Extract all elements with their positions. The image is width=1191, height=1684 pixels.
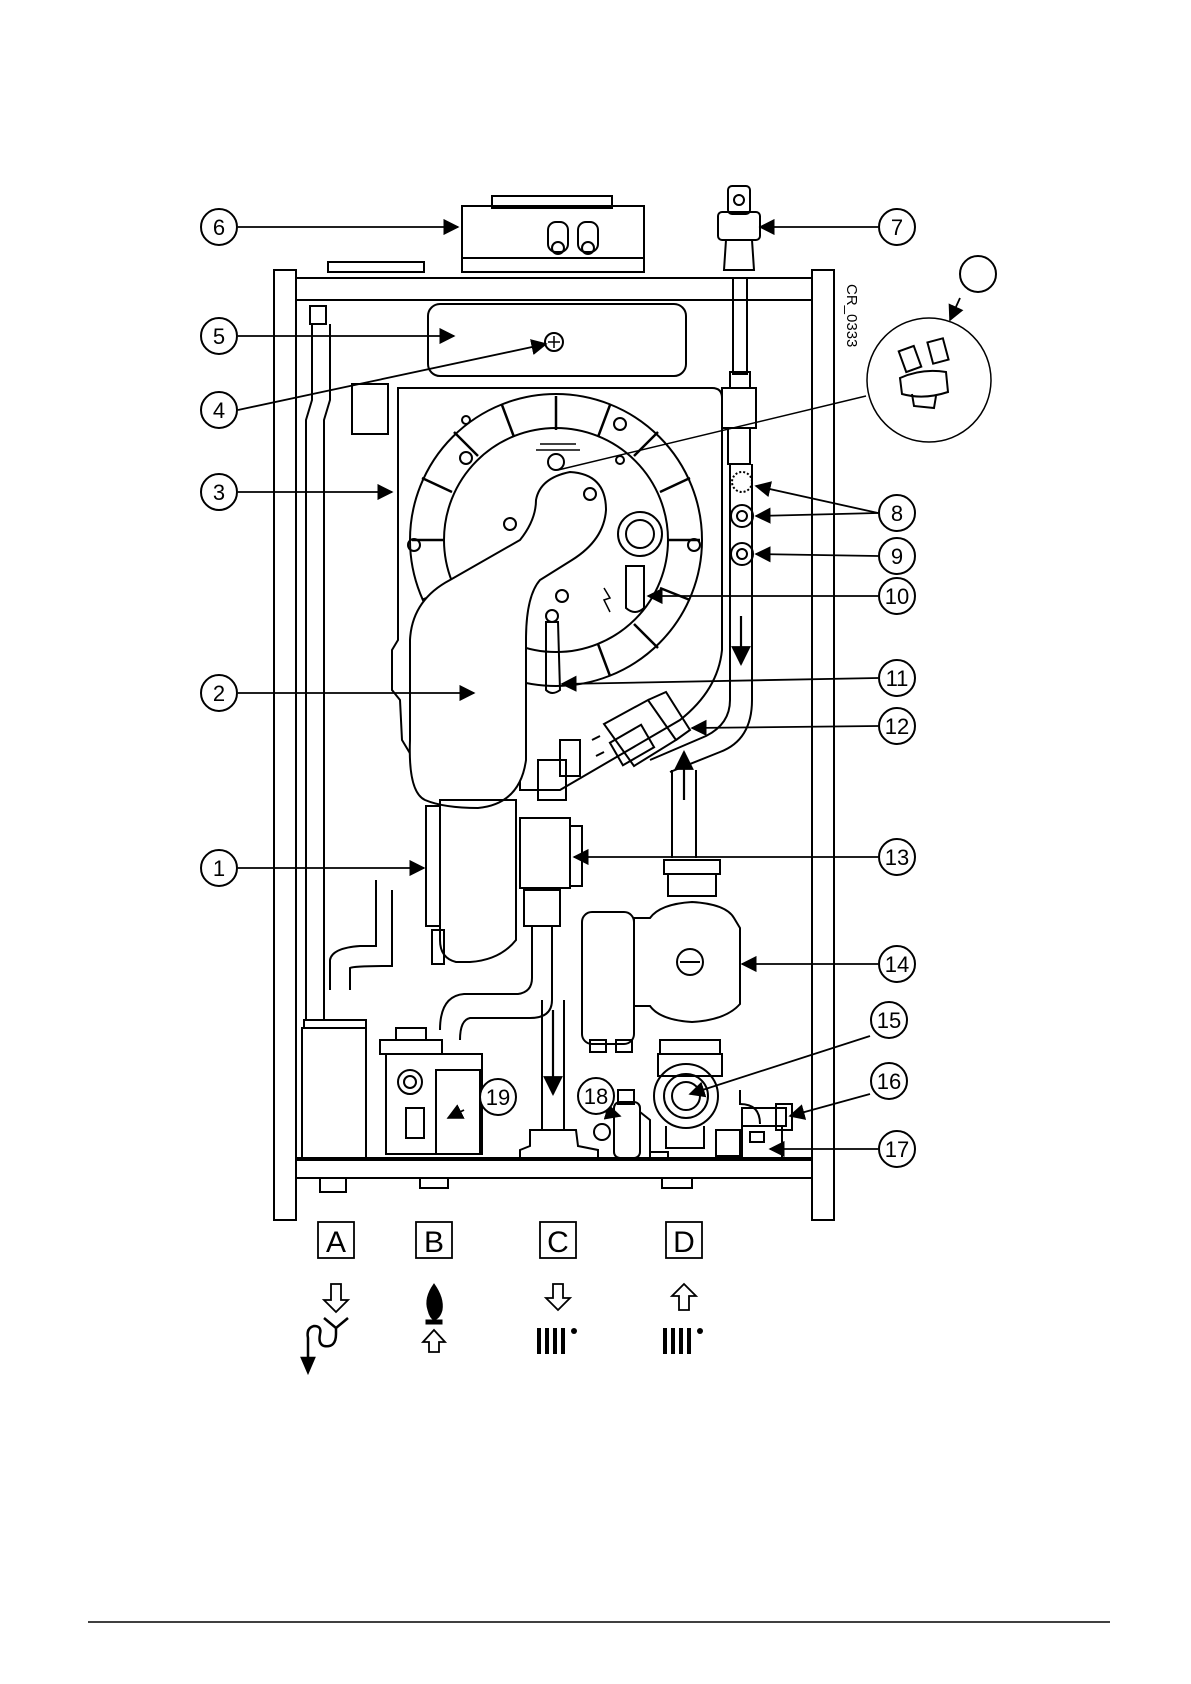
svg-text:19: 19 [486, 1085, 510, 1110]
air-vent [717, 185, 761, 389]
gas-inlet-icon [420, 1283, 448, 1353]
connection-labels: A B C D [317, 1221, 703, 1259]
drawing-code: CR_0333 [843, 284, 860, 347]
callout-18: 18 [577, 1077, 615, 1115]
callout-17: 17 [878, 1130, 916, 1168]
svg-text:2: 2 [213, 681, 225, 706]
svg-text:10: 10 [885, 584, 909, 609]
condensate-pipe [301, 305, 393, 1159]
flow-arrows [543, 616, 751, 1096]
intake-elbow [408, 470, 608, 810]
svg-text:8: 8 [891, 501, 903, 526]
callout-15: 15 [870, 1001, 908, 1039]
flue-adaptor [461, 195, 645, 273]
svg-text:5: 5 [213, 324, 225, 349]
connection-label-c: C [539, 1221, 577, 1259]
svg-text:14: 14 [885, 952, 909, 977]
callout-8: 8 [878, 494, 916, 532]
callout-7: 7 [878, 208, 916, 246]
svg-text:7: 7 [891, 215, 903, 240]
callout-3: 3 [200, 473, 238, 511]
heating-return-icon [663, 1282, 703, 1354]
callout-19: 19 [479, 1078, 517, 1116]
circulation-pump [581, 859, 741, 1077]
return-pipe [649, 387, 757, 773]
valve-block [649, 1063, 793, 1161]
svg-text:4: 4 [213, 398, 225, 423]
boiler-frame [273, 261, 835, 1221]
svg-text:13: 13 [885, 845, 909, 870]
callout-1: 1 [200, 849, 238, 887]
callout-6: 6 [200, 208, 238, 246]
callout-5: 5 [200, 317, 238, 355]
svg-text:C: C [547, 1226, 569, 1259]
gas-valve [379, 1027, 483, 1155]
heating-flow-icon [537, 1283, 577, 1354]
connection-label-d: D [665, 1221, 703, 1259]
siphon [593, 1089, 651, 1159]
inset-leader [557, 395, 867, 471]
connection-label-a: A [317, 1221, 355, 1259]
svg-text:B: B [424, 1226, 444, 1259]
callout-13: 13 [878, 838, 916, 876]
connection-label-b: B [415, 1221, 453, 1259]
callout-9: 9 [878, 537, 916, 575]
callout-16: 16 [870, 1062, 908, 1100]
callout-4: 4 [200, 391, 238, 429]
callout-11: 11 [878, 659, 916, 697]
leaders [237, 218, 964, 1158]
svg-text:17: 17 [885, 1137, 909, 1162]
svg-text:12: 12 [885, 714, 909, 739]
svg-text:1: 1 [213, 856, 225, 881]
svg-text:A: A [326, 1226, 346, 1259]
callout-12: 12 [878, 707, 916, 745]
callout-14: 14 [878, 945, 916, 983]
svg-text:3: 3 [213, 480, 225, 505]
svg-text:11: 11 [886, 666, 909, 691]
svg-text:6: 6 [213, 215, 225, 240]
callouts: 1 2 3 4 5 6 7 8 9 10 11 12 13 14 15 16 1… [200, 208, 997, 1168]
heating-flow-pipe [519, 1000, 599, 1159]
inset-detail [866, 317, 992, 443]
condensate-drain-icon [300, 1283, 351, 1376]
svg-text:15: 15 [877, 1008, 901, 1033]
callout-2: 2 [200, 674, 238, 712]
callout-inset [959, 255, 997, 293]
svg-text:9: 9 [891, 544, 903, 569]
svg-text:D: D [673, 1226, 695, 1259]
svg-text:18: 18 [584, 1084, 608, 1109]
ignition-transformer [591, 690, 692, 768]
pump-riser [671, 770, 697, 858]
callout-10: 10 [878, 577, 916, 615]
svg-text:16: 16 [877, 1069, 901, 1094]
